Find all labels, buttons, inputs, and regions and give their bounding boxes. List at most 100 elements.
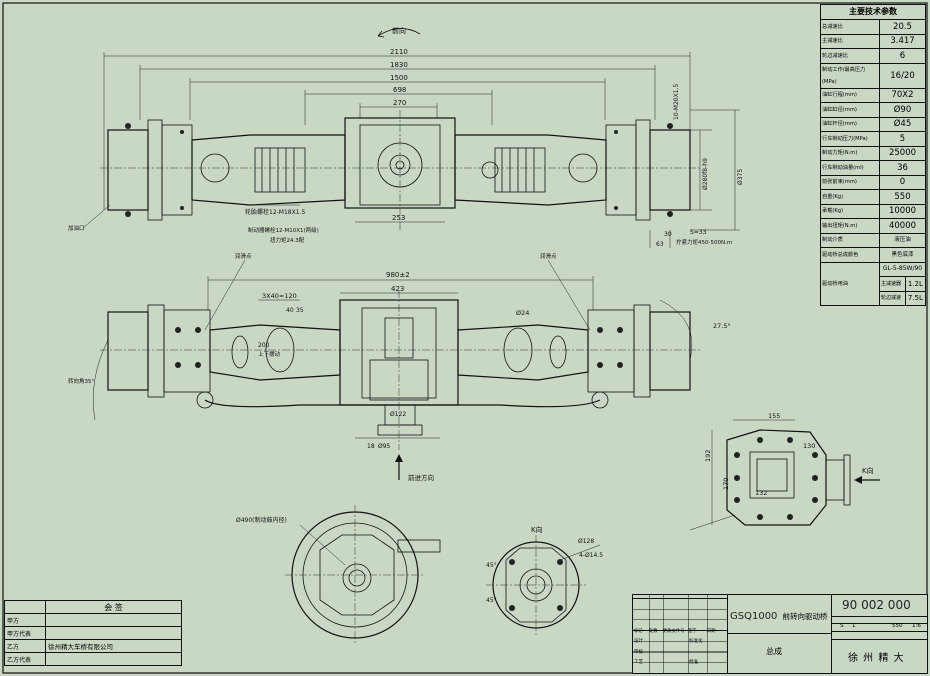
- param-value: 10000: [879, 203, 926, 219]
- dim-holes: 4-Ø14.5: [579, 552, 603, 559]
- rev-col-doc: 更改文件号: [663, 629, 685, 634]
- signoff-value: [45, 613, 182, 627]
- signoff-value: 徐州精大车桥有限公司: [45, 639, 182, 653]
- table-row: 制动工作/最高压力(MPa)16/20: [820, 62, 926, 89]
- dim-155: 155: [768, 412, 780, 420]
- param-name: 驱动桥总成颜色: [820, 247, 880, 263]
- dim-phi-flange: Ø280f8-h9: [702, 158, 709, 190]
- param-name: 油缸杆径(mm): [820, 116, 880, 132]
- callout-right: 润滑点: [540, 252, 557, 260]
- param-value: Ø45: [879, 116, 926, 132]
- revision-grid: 标记处数更改文件号签字日期 设计标准化 审核 工艺批准: [633, 595, 727, 673]
- param-value: 20.5: [879, 19, 926, 35]
- rev-col-count: 处数: [649, 629, 658, 634]
- param-name: 制动工作/最高压力(MPa): [820, 62, 880, 89]
- dim-phi122: Ø122: [390, 411, 406, 418]
- param-name: 输出扭矩(N.m): [820, 218, 880, 234]
- dim-1500: 1500: [390, 74, 408, 82]
- param-value: Ø90: [879, 102, 926, 118]
- signoff-table: 会 签 甲方 甲方代表 乙方徐州精大车桥有限公司 乙方代表: [4, 600, 182, 666]
- dim-phi95: Ø95: [378, 443, 391, 450]
- oil-row: 驱动桥用油 GL-5-85W/90: [820, 261, 926, 306]
- table-row: 驱动桥总成颜色黑色底漆: [820, 247, 926, 263]
- dim-flange-bolts: 10-M20X1.5: [673, 84, 680, 120]
- oil-main-value: 1.2L: [904, 276, 927, 292]
- top-dimensions: 2110 1830 1500 698 270: [103, 48, 691, 210]
- table-row: 油缸杆径(mm)Ø45: [820, 116, 926, 132]
- oil-hub-value: 7.5L: [904, 290, 927, 306]
- dim-170: 170: [722, 478, 730, 490]
- param-value: 25000: [879, 145, 926, 161]
- callout-left: 润滑点: [235, 252, 252, 260]
- dim-45b: 45°: [486, 597, 497, 604]
- dim-130: 130: [803, 442, 815, 450]
- param-name: 总减速比: [820, 19, 880, 35]
- table-row: 行车制动压力(MPa)5: [820, 131, 926, 147]
- param-name: 油缸缸径(mm): [820, 102, 880, 118]
- dim-phi-375: Ø375: [737, 169, 744, 185]
- signoff-label: 乙方: [4, 639, 46, 653]
- table-row: 乙方代表: [4, 652, 182, 666]
- oil-main-label: 主减速器: [879, 276, 906, 292]
- dim-192: 192: [704, 450, 712, 462]
- note-wheel-bolt: 轮胎螺栓12-M18X1.5: [245, 208, 305, 216]
- table-row: 油缸行程(mm)70X2: [820, 87, 926, 103]
- front-view: 前向 2110 1830 1500 698 270: [68, 26, 744, 331]
- dim-200: 200: [258, 342, 270, 349]
- signoff-label: 甲方: [4, 613, 46, 627]
- dim-1830: 1830: [390, 61, 408, 69]
- table-row: 甲方代表: [4, 626, 182, 640]
- label-process: 工艺: [634, 660, 643, 665]
- param-value: 0: [879, 174, 926, 190]
- sheet-scale: 1:6: [912, 623, 921, 629]
- name-area: GSQ1000 前转向驱动桥 总成: [727, 595, 832, 673]
- front-axle-body: [100, 110, 700, 230]
- front-right-dims: Ø280f8-h9 Ø375 10-M20X1.5 63 30 S=33 拧紧力…: [649, 84, 744, 248]
- note-trunnion: 上下摆动: [258, 350, 281, 358]
- dim-698: 698: [393, 86, 406, 94]
- dim-phi490: Ø490(制动鼓内径): [236, 516, 287, 524]
- table-row: 制动介质液压油: [820, 232, 926, 248]
- table-row: 油缸缸径(mm)Ø90: [820, 102, 926, 118]
- direction-label: 前向: [392, 26, 406, 35]
- param-value: 6: [879, 48, 926, 64]
- oil-spec: GL-5-85W/90: [879, 261, 926, 277]
- note-brake-bolt: 制动器螺栓12-M10X1(两级): [248, 226, 319, 234]
- signoff-header-row: 会 签: [4, 600, 182, 614]
- dim-phi24: Ø24: [516, 309, 529, 317]
- dim-423: 423: [391, 285, 404, 293]
- dim-phi128: Ø128: [578, 538, 594, 545]
- brake-view: Ø490(制动鼓内径): [236, 505, 441, 645]
- top-view: 980±2 423 3X40=120 40 35 200 上下摆动 Ø24 27…: [68, 271, 731, 482]
- dim-3x40: 3X40=120: [262, 292, 297, 300]
- param-value: 70X2: [879, 87, 926, 103]
- dim-30: 30: [664, 231, 672, 238]
- param-name: 轮边减速比: [820, 48, 880, 64]
- note-torque: 扭力矩24.3配: [270, 236, 305, 244]
- param-value: 液压油: [879, 232, 926, 248]
- tech-params-title: 主要技术参数: [820, 4, 926, 20]
- param-value: 5: [879, 131, 926, 147]
- company-name: 徐 州 精 大: [848, 653, 905, 664]
- dim-2110: 2110: [390, 48, 408, 56]
- dim-s33: S=33: [690, 229, 707, 236]
- param-name: 油缸行程(mm): [820, 87, 880, 103]
- table-row: 制动力矩(N.m)25000: [820, 145, 926, 161]
- signoff-label: 甲方代表: [4, 626, 46, 640]
- table-row: 行车制动油量(ml)36: [820, 160, 926, 176]
- title-block: 标记处数更改文件号签字日期 设计标准化 审核 工艺批准 GSQ1000 前转向驱…: [632, 594, 928, 674]
- dim-angle: 27.5°: [713, 322, 731, 330]
- tech-params-header-row: 主要技术参数: [820, 4, 926, 20]
- dim-angle-left: 转向角35°: [68, 377, 94, 385]
- param-value: 550: [879, 189, 926, 205]
- dim-253: 253: [392, 214, 405, 222]
- k-view-top: 155 192 170 132 130 K向: [689, 412, 880, 531]
- signoff-label: 乙方代表: [4, 652, 46, 666]
- dim-132: 132: [755, 489, 767, 497]
